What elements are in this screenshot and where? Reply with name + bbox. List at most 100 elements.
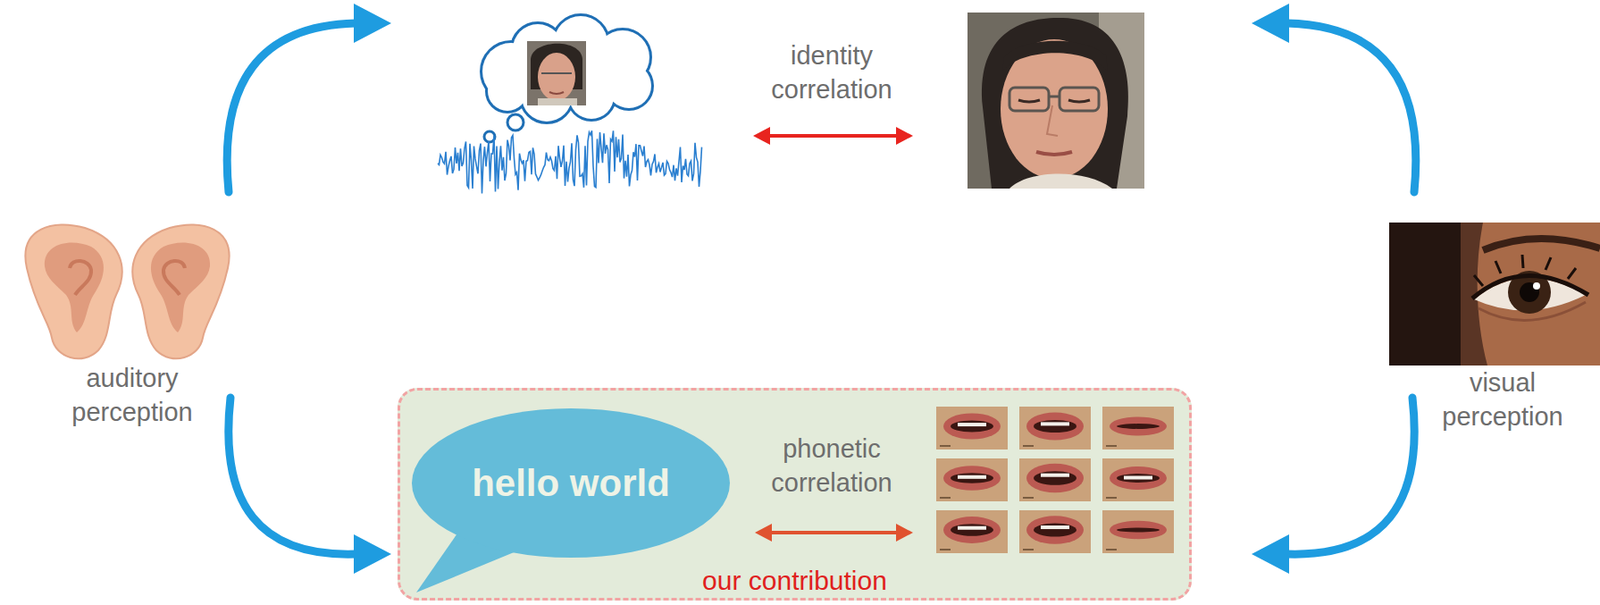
thought-cloud bbox=[537, 52, 576, 101]
sense-label: auditory perception bbox=[51, 361, 213, 429]
viseme-lips bbox=[943, 412, 1001, 439]
cycle-arrow bbox=[1251, 3, 1290, 43]
cycle-arrow bbox=[353, 534, 392, 574]
cycle-arrow bbox=[226, 3, 1416, 574]
viseme-mouth bbox=[950, 420, 994, 433]
viseme-tag bbox=[939, 496, 951, 499]
viseme-mouth bbox=[950, 523, 994, 537]
viseme-grid bbox=[936, 406, 1174, 553]
thought-cloud bbox=[549, 92, 564, 94]
viseme-mouth bbox=[1116, 527, 1160, 532]
face-photo bbox=[1059, 87, 1099, 111]
face-photo bbox=[981, 17, 1129, 189]
viseme-mouth bbox=[1116, 423, 1160, 429]
viseme-tag bbox=[1022, 444, 1034, 447]
correlation-arrow bbox=[896, 126, 914, 145]
correlation-arrow bbox=[768, 530, 900, 535]
ear-picture bbox=[163, 260, 185, 295]
cycle-arrow bbox=[1251, 534, 1290, 574]
viseme-teeth bbox=[1040, 473, 1070, 478]
speech-bubble: hello world bbox=[410, 406, 732, 560]
viseme-cell bbox=[1102, 458, 1174, 502]
cycle-arrow bbox=[353, 3, 392, 43]
viseme-teeth bbox=[957, 526, 987, 530]
face-photo bbox=[967, 12, 1145, 189]
eye-photo bbox=[1474, 254, 1576, 286]
thought-cloud bbox=[482, 16, 652, 143]
viseme-cell bbox=[1019, 406, 1091, 450]
viseme-tag bbox=[939, 444, 951, 447]
viseme-teeth bbox=[957, 475, 987, 479]
cycle-arrow bbox=[228, 397, 356, 554]
speech-text: hello world bbox=[471, 461, 671, 505]
label-slot: visual perception bbox=[1422, 366, 1584, 434]
face-photo bbox=[1036, 151, 1073, 155]
eye-photo bbox=[1519, 282, 1540, 302]
thought-cloud bbox=[537, 98, 578, 106]
eye-photo bbox=[1389, 222, 1600, 366]
viseme-teeth bbox=[1123, 476, 1153, 480]
face-photo bbox=[1009, 87, 1049, 111]
viseme-tag bbox=[1105, 444, 1117, 447]
viseme-lips bbox=[1109, 416, 1167, 436]
contribution-note: our contribution bbox=[400, 567, 1190, 595]
viseme-tag bbox=[1022, 496, 1034, 499]
eye-photo bbox=[1389, 222, 1600, 366]
viseme-teeth bbox=[1040, 525, 1070, 529]
label-slot: identity correlation bbox=[737, 39, 926, 107]
face-photo bbox=[1048, 95, 1060, 99]
correlation-arrow bbox=[754, 523, 772, 542]
correlation-arrow bbox=[753, 126, 771, 145]
correlation-arrow bbox=[896, 523, 914, 542]
viseme-tag bbox=[939, 548, 951, 551]
viseme-cell bbox=[936, 458, 1008, 502]
viseme-tag bbox=[1105, 496, 1117, 499]
waveform bbox=[437, 130, 703, 193]
viseme-lips bbox=[1109, 520, 1167, 539]
viseme-tag bbox=[1105, 548, 1117, 551]
label-slot: auditory perception bbox=[51, 361, 213, 429]
eye-photo bbox=[1472, 275, 1589, 299]
face-photo bbox=[1018, 100, 1040, 102]
cycle-arrow bbox=[1287, 397, 1415, 554]
eye-photo bbox=[1532, 282, 1541, 290]
ear-picture bbox=[150, 242, 210, 333]
ear-picture bbox=[69, 260, 92, 295]
viseme-cell bbox=[936, 406, 1008, 450]
thought-cloud bbox=[541, 72, 572, 75]
ear-picture bbox=[25, 224, 229, 359]
face-photo bbox=[1068, 100, 1090, 102]
face-photo bbox=[1009, 173, 1113, 189]
face-photo bbox=[1000, 39, 1108, 179]
bubble-ellipse bbox=[411, 408, 730, 558]
relation-label: identity correlation bbox=[737, 39, 926, 107]
cycle-arrow bbox=[226, 23, 356, 193]
viseme-mouth bbox=[950, 472, 994, 483]
ear-picture bbox=[25, 224, 122, 359]
ear-picture bbox=[132, 224, 229, 359]
viseme-mouth bbox=[1033, 523, 1077, 537]
viseme-lips bbox=[1026, 463, 1084, 493]
viseme-lips bbox=[943, 465, 1001, 491]
correlation-arrow bbox=[766, 134, 900, 138]
eye-photo bbox=[1389, 222, 1461, 366]
viseme-lips bbox=[1109, 466, 1167, 490]
thought-cloud bbox=[482, 16, 652, 122]
viseme-teeth bbox=[957, 422, 987, 427]
viseme-lips bbox=[943, 516, 1001, 544]
face-photo bbox=[1002, 41, 1108, 72]
thought-cloud bbox=[507, 114, 524, 131]
viseme-mouth bbox=[1033, 419, 1077, 433]
viseme-mouth bbox=[1116, 473, 1160, 483]
panel-ground bbox=[397, 387, 1192, 601]
relation-label: phonetic correlation bbox=[737, 432, 926, 500]
sense-label: visual perception bbox=[1422, 366, 1584, 434]
viseme-cell bbox=[1102, 510, 1174, 553]
viseme-cell bbox=[1019, 510, 1091, 553]
cycle-arrow bbox=[1287, 23, 1416, 193]
eye-photo bbox=[1478, 301, 1586, 320]
viseme-tag bbox=[1022, 548, 1034, 551]
face-photo bbox=[1047, 105, 1058, 136]
viseme-teeth bbox=[1040, 421, 1070, 426]
